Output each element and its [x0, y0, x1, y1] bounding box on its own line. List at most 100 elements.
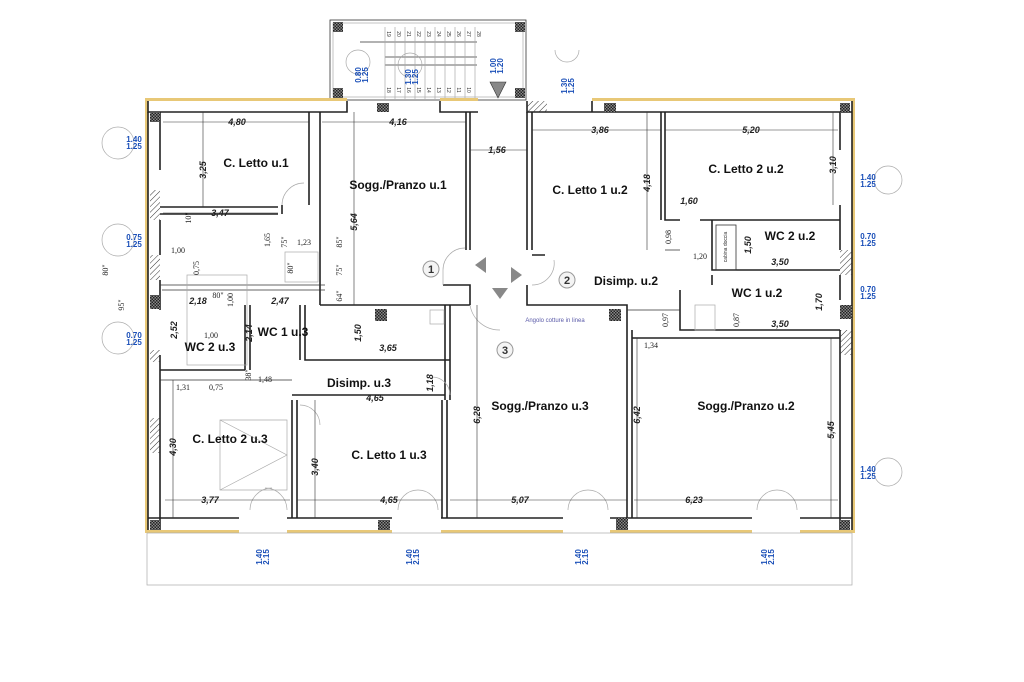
- window-width: 0.70: [126, 331, 142, 340]
- dimension-label: 1,31: [176, 383, 190, 392]
- dimension-label: 3,25: [198, 160, 208, 179]
- dimension-label: 3,40: [310, 458, 320, 476]
- dimension-label: 0,87: [732, 313, 741, 327]
- stairwell: [329, 19, 580, 101]
- dimension-label: 1,70: [814, 293, 824, 311]
- inch-label: 85": [335, 236, 344, 247]
- room-label: Sogg./Pranzo u.3: [491, 399, 589, 413]
- step-number: 18: [385, 87, 391, 93]
- dimension-label: 6,28: [472, 406, 482, 424]
- dimension-label: 5,45: [826, 420, 836, 439]
- unit-marker: 1 2 3: [422, 260, 576, 359]
- arrow-right-icon: [511, 267, 522, 283]
- room-label: C. Letto 1 u.3: [351, 448, 427, 462]
- window-width: 1.40: [860, 173, 876, 182]
- arrow-left-icon: [475, 257, 486, 273]
- window-label: 1.401.25: [126, 135, 142, 151]
- window-height: 1.25: [126, 338, 142, 347]
- dimension-label: 3,77: [201, 495, 220, 505]
- window-width: 1.40: [405, 549, 414, 565]
- dimension-label: 1,23: [297, 238, 311, 247]
- window-height: 1.20: [496, 58, 505, 74]
- dimension-label: 2,47: [270, 296, 290, 306]
- dimension-label: 1,60: [680, 196, 698, 206]
- window-height: 2.15: [262, 549, 271, 565]
- shower-note: cabina doccia: [723, 231, 729, 262]
- inch-label: 80": [286, 262, 295, 273]
- window-width: 1.30: [560, 78, 569, 94]
- room-label: C. Letto u.1: [223, 156, 289, 170]
- dimension-label: 4,30: [168, 438, 178, 457]
- dimension-label: 1,65: [263, 233, 272, 247]
- step-number: 22: [415, 31, 421, 37]
- room-label: Sogg./Pranzo u.1: [349, 178, 447, 192]
- dimension-labels: 4,80 4,16 1,56 3,86 5,20 3,25 5,64 4,18 …: [168, 117, 838, 505]
- dimension-label: 1,56: [488, 145, 507, 155]
- room-label: C. Letto 2 u.3: [192, 432, 268, 446]
- dimension-label: 2,18: [188, 296, 207, 306]
- window-label: 1.001.20: [489, 58, 505, 74]
- walls: [101, 101, 903, 530]
- dimension-label: 1,00: [204, 331, 218, 340]
- window-label: 1.301.25: [404, 69, 420, 85]
- dimension-label: 5,07: [511, 495, 530, 505]
- dimension-label: 0,97: [661, 313, 670, 327]
- unit-marker-2: 2: [564, 275, 570, 287]
- dimension-label: 3,10: [828, 156, 838, 174]
- dimension-label: 4,16: [388, 117, 408, 127]
- unit-marker-3: 3: [502, 345, 508, 357]
- window-label: 1.401.25: [860, 465, 876, 481]
- window-height: 2.15: [767, 549, 776, 565]
- window-width: 0.70: [860, 285, 876, 294]
- dimension-label: 6,23: [685, 495, 703, 505]
- step-number: 26: [455, 31, 461, 37]
- step-number: 12: [445, 87, 451, 93]
- window-height: 2.15: [412, 549, 421, 565]
- inch-label: 38": [244, 369, 253, 380]
- stair-step-numbers: 19 20 21 22 23 24 25 26 27 28 18 17 16 1…: [385, 31, 481, 93]
- step-number: 17: [395, 87, 401, 93]
- step-number: 15: [415, 87, 421, 93]
- dimension-label: 1,50: [353, 324, 363, 342]
- window-height: 1.25: [567, 78, 576, 94]
- window-width: 0.70: [860, 232, 876, 241]
- window-width: 1.40: [860, 465, 876, 474]
- dimension-label: 2,14: [244, 324, 254, 343]
- inch-label: 80": [212, 291, 223, 300]
- dimension-label: 4,18: [642, 174, 652, 193]
- inch-label: 75": [335, 264, 344, 275]
- window-height: 1.25: [860, 180, 876, 189]
- window-height: 1.25: [860, 472, 876, 481]
- window-width: 0.75: [126, 233, 142, 242]
- inch-label: 75": [280, 236, 289, 247]
- window-label: 0.701.25: [126, 331, 142, 347]
- step-number: 20: [395, 31, 401, 37]
- room-label: Sogg./Pranzo u.2: [697, 399, 795, 413]
- window-width: 1.40: [760, 549, 769, 565]
- dimension-label: 1,20: [693, 252, 707, 261]
- step-number: 19: [385, 31, 391, 37]
- dimension-label: 2,52: [169, 321, 179, 340]
- dimension-label: 5,64: [349, 213, 359, 231]
- inch-marks: 80" 95" 75" 85" 80" 75" 64" 80" 10" 38": [101, 212, 344, 380]
- kitchen-note: Angolo cotture in linea: [525, 318, 585, 324]
- room-label: Disimp. u.2: [594, 274, 658, 288]
- step-number: 23: [425, 31, 431, 37]
- inch-label: 64": [335, 290, 344, 301]
- dimension-label: 0,75: [209, 383, 223, 392]
- dimension-lines: [163, 112, 838, 518]
- room-labels: C. Letto u.1 Sogg./Pranzo u.1 C. Letto 1…: [185, 156, 816, 462]
- window-width: 1.40: [574, 549, 583, 565]
- window-width: 1.40: [126, 135, 142, 144]
- step-number: 16: [405, 87, 411, 93]
- dimension-label: 0,98: [664, 230, 673, 244]
- window-height: 1.25: [126, 142, 142, 151]
- window-height: 2.15: [581, 549, 590, 565]
- dimension-label: 0,75: [192, 261, 201, 275]
- inch-label: 95": [117, 299, 126, 310]
- window-label: 1.301.25: [560, 78, 576, 94]
- room-label: WC 2 u.3: [185, 340, 236, 354]
- window-height: 1.25: [860, 239, 876, 248]
- dimension-label: 3,86: [591, 125, 610, 135]
